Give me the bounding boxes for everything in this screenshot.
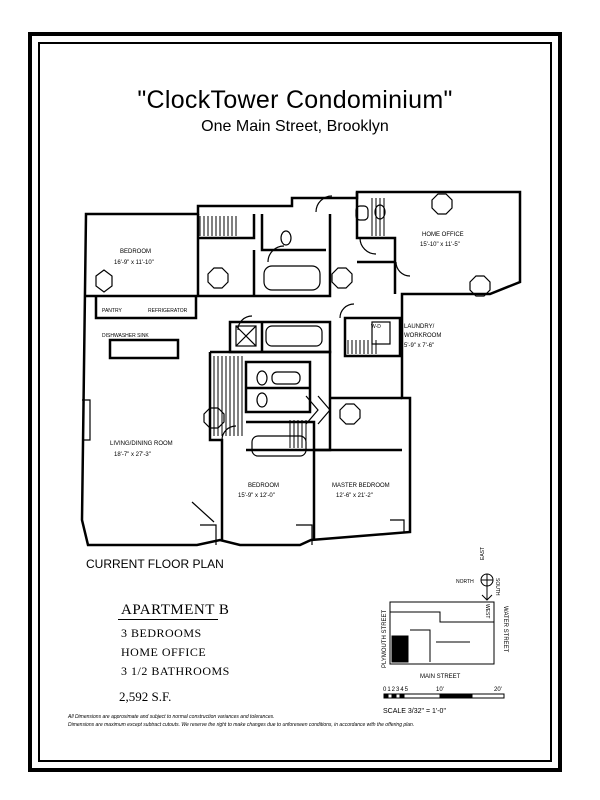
home-office-walls (355, 192, 397, 294)
mid-bath-walls (244, 360, 312, 414)
apartment-bathrooms: 3 1/2 BATHROOMS (121, 664, 230, 678)
master-walls (314, 396, 402, 452)
scale-twenty: 20' (494, 687, 502, 693)
tub-upper (263, 265, 321, 291)
bedroom2-dims: 15'-9" x 12'-0" (238, 493, 275, 499)
page-subtitle: One Main Street, Brooklyn (201, 118, 389, 135)
tub-middle (265, 325, 323, 347)
door-swing-4 (395, 261, 411, 277)
bedroom1-dims: 16'-9" x 11'-10" (114, 260, 154, 266)
inner-border (38, 42, 552, 762)
callout-leader (191, 501, 215, 523)
site-plan (389, 601, 495, 665)
column-7 (431, 193, 453, 215)
compass-arrow (481, 586, 493, 601)
washer-dryer (371, 321, 391, 345)
closet-hatch-4 (371, 198, 385, 236)
shower (235, 325, 257, 347)
column-1 (95, 269, 113, 293)
toilet-3 (256, 370, 268, 386)
master-bedroom-label: MASTER BEDROOM (332, 483, 390, 489)
door-swing-5 (339, 303, 355, 319)
lower-bath-walls (246, 420, 316, 452)
apartment-bedrooms: 3 BEDROOMS (121, 626, 202, 640)
compass-east: EAST (480, 547, 486, 560)
toilet-4 (256, 392, 268, 408)
window-bottom-3 (390, 519, 405, 532)
door-swing-3 (359, 237, 377, 255)
living-room-label: LIVING/DINING ROOM (110, 441, 173, 447)
compass (480, 573, 494, 601)
washer-dryer-label: W-D (371, 324, 381, 330)
site-block (389, 601, 495, 665)
closet-hatch-3 (347, 340, 377, 354)
door-swing-8 (305, 395, 331, 425)
compass-north: NORTH (456, 579, 474, 585)
apartment-area: 2,592 S.F. (119, 689, 172, 704)
scale-bar (383, 693, 505, 699)
apartment-office: HOME OFFICE (121, 645, 207, 659)
bedroom2-label: BEDROOM (248, 483, 279, 489)
closet-hatch-5 (289, 420, 307, 448)
disclaimer-line-2: Dimensions are maximum except subtract c… (68, 722, 415, 728)
outer-border (28, 32, 562, 772)
laundry-label-1: LAUNDRY/ (404, 324, 435, 330)
sink-1 (271, 371, 301, 385)
compass-west: WEST (484, 604, 490, 618)
home-office-dims: 15'-10" x 11'-5" (420, 242, 460, 248)
plymouth-street-label: PLYMOUTH STREET (382, 609, 388, 668)
apartment-underline (118, 619, 218, 620)
bedroom2-walls (208, 350, 332, 540)
closet-hatch-2 (213, 356, 243, 436)
main-street-label: MAIN STREET (420, 674, 461, 680)
laundry-label-2: WORKROOM (404, 333, 441, 339)
pantry-label: PANTRY (102, 308, 122, 314)
window-left (82, 399, 91, 441)
column-6 (339, 403, 361, 425)
site-highlight (391, 635, 409, 663)
column-4 (469, 275, 491, 297)
water-street-label: WATER STREET (502, 606, 508, 653)
refrigerator-label: REFRIGERATOR (148, 308, 188, 314)
floor-plan-caption: CURRENT FLOOR PLAN (86, 557, 224, 571)
laundry-dims: 5'-9" x 7'-6" (404, 343, 434, 349)
scale-ten: 10' (436, 687, 444, 693)
column-5 (203, 407, 225, 429)
home-office-label: HOME OFFICE (422, 232, 464, 238)
laundry-walls (343, 316, 402, 358)
plan-outline (80, 190, 522, 547)
living-room-dims: 18'-7" x 27'-3" (114, 452, 151, 458)
door-swing-2 (315, 195, 333, 213)
disclaimer-line-1: All Dimensions are approximate and subje… (68, 714, 275, 720)
page-title: "ClockTower Condominium" (137, 86, 453, 114)
scale-label: SCALE 3/32" = 1'-0" (383, 708, 446, 715)
shower-x (235, 325, 257, 347)
door-swing-7 (237, 315, 253, 331)
closet-hatch-1 (199, 216, 237, 236)
door-swing-6 (221, 425, 237, 441)
bedroom1-walls (86, 214, 332, 298)
toilet-1 (280, 230, 292, 246)
toilet-2 (374, 204, 386, 220)
column-2 (207, 267, 229, 289)
upper-bath-walls (198, 214, 326, 252)
kitchen-island (108, 338, 180, 360)
sink-2 (355, 205, 369, 221)
bedroom1-label: BEDROOM (120, 249, 151, 255)
dishwasher-sink-label: DISHWASHER SINK (102, 333, 149, 339)
tub-lower (251, 435, 307, 457)
window-bottom-1 (200, 524, 217, 545)
kitchen-counter (94, 296, 198, 320)
scale-ticks: 012345 (383, 687, 409, 693)
master-bedroom-dims: 12'-6" x 21'-2" (336, 493, 373, 499)
column-3 (331, 267, 353, 289)
compass-south: SOUTH (494, 578, 500, 596)
window-bottom-2 (296, 524, 313, 545)
apartment-name: APARTMENT B (121, 602, 230, 618)
door-swing-1 (267, 245, 285, 263)
